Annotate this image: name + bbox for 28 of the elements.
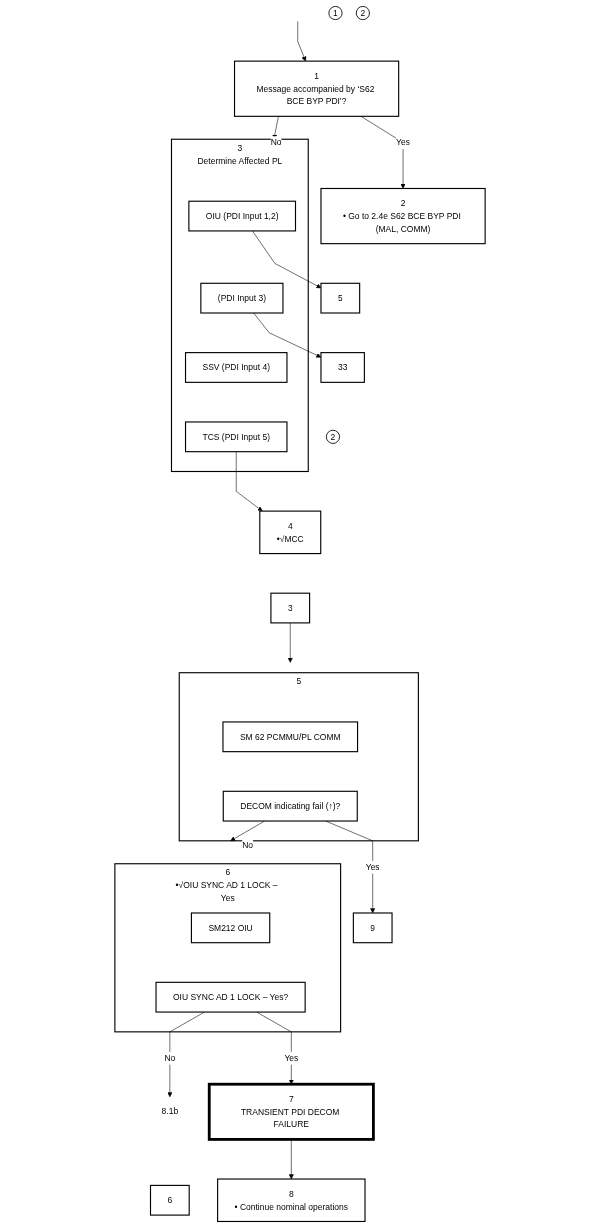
node-box: (PDI Input 3) [200,282,284,314]
node-box: 9 [352,912,393,944]
edge-label: No [270,137,282,147]
node-circle: 2 [355,6,370,21]
node-box: TCS (PDI Input 5) [184,421,288,453]
edge-label: Yes [284,1052,299,1063]
edge-label: Yes [365,861,380,872]
node-box: OIU SYNC AD 1 LOCK – Yes? [155,981,306,1013]
node-box: 7 TRANSIENT PDI DECOM FAILURE [207,1082,375,1141]
node-box: OIU (PDI Input 1,2) [188,200,297,232]
node-box: 6 [149,1184,190,1216]
edge-label: No [164,1052,176,1063]
node-circle: 1 [328,6,343,21]
node-box: SM 62 PCMMU/PL COMM [222,721,359,753]
node-box: 8 • Continue nominal operations [217,1178,366,1223]
node-box: 4 •√MCC [259,510,322,555]
node-box: 33 [320,352,365,383]
edge-label: Yes [396,137,410,147]
node-box: DECOM indicating fail (↑)? [222,790,358,822]
node-box: SSV (PDI Input 4) [184,352,288,383]
node-circle: 2 [325,429,340,444]
node-box: 2 • Go to 2.4e S62 BCE BYP PDI (MAL, COMM) [320,187,486,245]
node-text: 8.1b [161,1106,179,1117]
node-box: SM212 OIU [190,912,271,944]
node-box: 3 [270,592,311,624]
node-box: 1 Message accompanied by ‘S62 BCE BYP PDI’? [233,60,400,117]
node-box: 5 [320,282,361,314]
edge-label: No [242,840,254,851]
